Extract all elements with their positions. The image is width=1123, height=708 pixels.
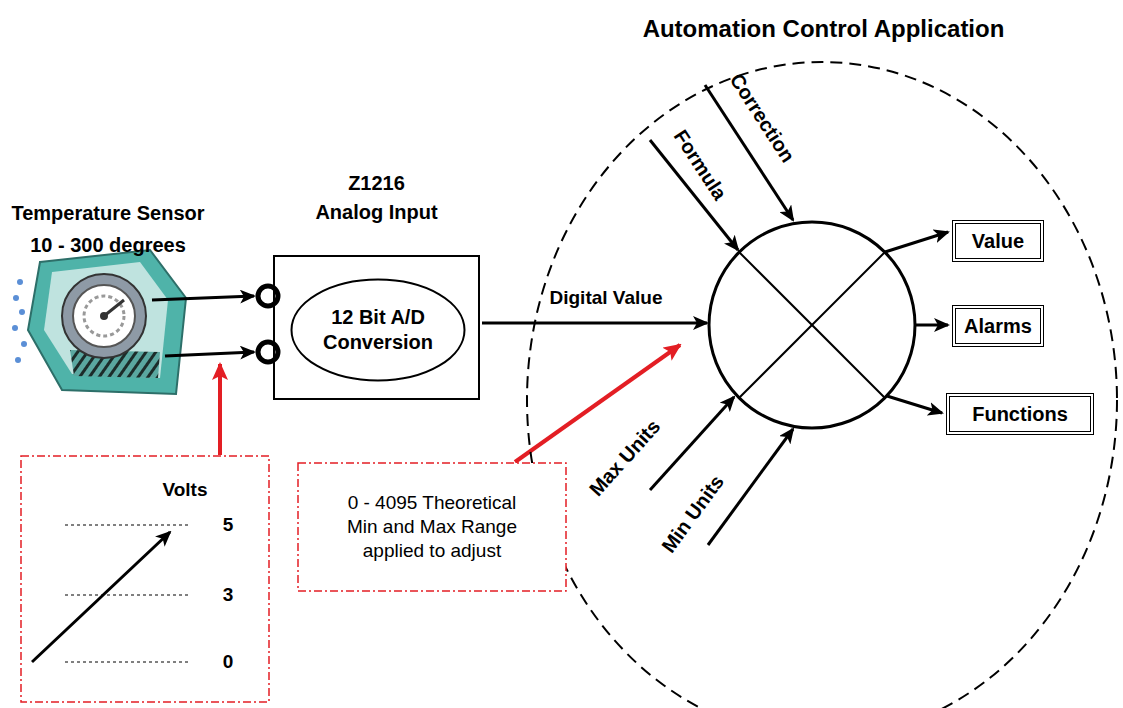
node-region: Automation Control ApplicationValueAlarm… [525,0,1122,708]
axis-tick: 3 [223,583,234,607]
output-arrow [885,232,948,252]
axis-title: Volts [162,478,207,502]
callout-arrow [515,345,680,462]
callout-arrow [218,364,222,455]
callout-note: 0 - 4095 Theoretical Min and Max Range a… [339,491,525,562]
output-label: Value [972,229,1024,254]
module-heading: Z1216 Analog Input [314,169,440,227]
temperature-sensor-icon [12,250,186,394]
ellipse-outline [290,278,466,382]
node-dbl: Functions [946,393,1094,435]
output-label: Functions [972,402,1068,427]
output-label: Alarms [964,314,1032,339]
input-arrow [650,397,734,490]
process-label: 12 Bit A/D Conversion [316,305,441,355]
node-ellipse: 12 Bit A/D Conversion [290,278,466,382]
annotation-label: Min Units [656,470,729,558]
node-graph: Volts 5 3 0 [20,455,270,703]
node-callout: 0 - 4095 Theoretical Min and Max Range a… [297,462,567,592]
output-arrow [887,396,942,413]
voltage-graph [32,525,190,662]
node-dbl: Alarms [952,305,1044,347]
annotation-label: Formula [668,125,732,205]
region-title: Automation Control Application [525,14,1122,44]
sensor-wire [152,296,254,300]
annotation-label: Max Units [584,415,666,502]
input-terminal [258,286,278,306]
axis-tick: 5 [223,513,234,537]
signal-arrow [482,322,707,325]
sensor-wire [165,352,254,356]
output-arrow [915,324,948,327]
annotation-label: Correction [724,69,800,167]
dashed-boundary [525,0,1122,708]
axis-tick: 0 [223,650,234,674]
annotation-label: Digital Value [550,286,663,310]
combiner-circle [709,222,915,428]
annotation-label: 10 - 300 degrees [30,233,186,258]
input-terminal [258,342,278,362]
node-box: Z1216 Analog Input12 Bit A/D Conversion [273,255,480,400]
annotation-label: Temperature Sensor [11,201,204,226]
node-dbl: Value [952,220,1044,262]
